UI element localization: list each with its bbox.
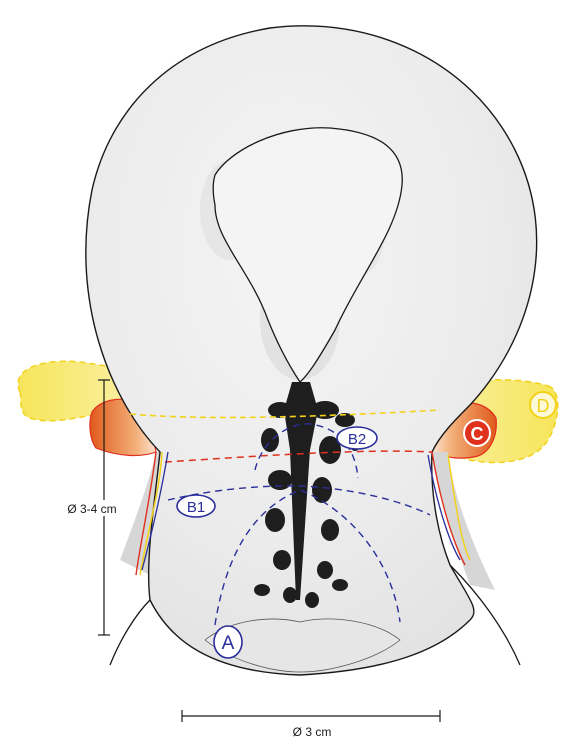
label-d: D <box>530 392 556 418</box>
label-c-text: C <box>471 424 484 444</box>
horizontal-measurement: Ø 3 cm <box>182 710 440 739</box>
vertical-measurement-label: Ø 3-4 cm <box>67 502 116 516</box>
arc-left <box>110 600 150 665</box>
label-d-text: D <box>537 396 550 416</box>
label-a: A <box>214 626 242 658</box>
label-b1-text: B1 <box>187 499 205 516</box>
label-b2: B2 <box>337 427 377 449</box>
label-b2-text: B2 <box>348 431 366 448</box>
label-b1: B1 <box>177 495 215 517</box>
label-a-text: A <box>222 633 235 654</box>
horizontal-measurement-label: Ø 3 cm <box>293 725 332 739</box>
label-c: C <box>464 420 490 446</box>
